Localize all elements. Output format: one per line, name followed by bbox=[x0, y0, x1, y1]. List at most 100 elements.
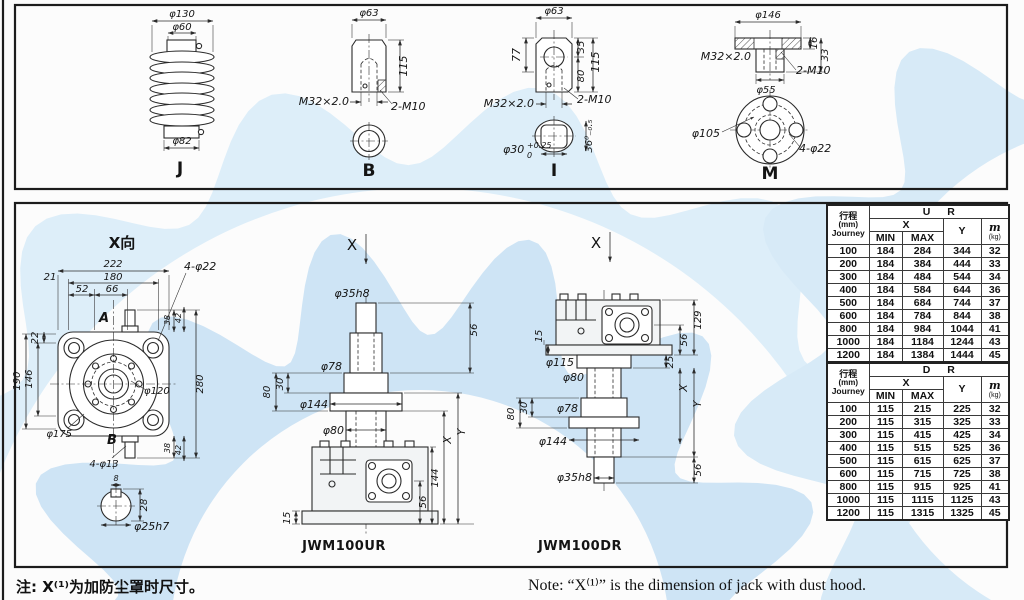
dim-m32: M32×2.0 bbox=[701, 50, 751, 63]
dim-phi78: φ78 bbox=[321, 360, 342, 373]
table-cell: 1200 bbox=[826, 506, 870, 521]
table-title-ur: U R bbox=[868, 204, 1010, 219]
table-cell: 34 bbox=[980, 270, 1010, 284]
table-cell: 38 bbox=[980, 467, 1010, 481]
dim-77: 77 bbox=[510, 48, 523, 62]
dim-21: 21 bbox=[44, 272, 57, 283]
col-max: MAX bbox=[901, 231, 944, 245]
label-a-shaft: A bbox=[98, 311, 109, 326]
drawing-xview: X向 222 180 21 52 66 4-φ22 22 190 bbox=[12, 234, 216, 533]
table-title-dr: D R bbox=[868, 362, 1010, 377]
table-cell: 1244 bbox=[942, 335, 982, 349]
dim-phi80: φ80 bbox=[563, 371, 584, 384]
table-cell: 500 bbox=[826, 454, 870, 468]
dim-115: 115 bbox=[589, 52, 602, 73]
table-cell: 400 bbox=[826, 441, 870, 455]
table-cell: 36 bbox=[980, 441, 1010, 455]
col-y: Y bbox=[942, 218, 982, 245]
table-cell: 584 bbox=[901, 283, 944, 297]
table-cell: 115 bbox=[868, 467, 903, 481]
dim-phi63: φ63 bbox=[359, 8, 378, 19]
model-label-dr: JWM100DR bbox=[537, 539, 622, 554]
dim-129: 129 bbox=[693, 310, 704, 329]
table-cell: 225 bbox=[942, 402, 982, 416]
table-cell: 500 bbox=[826, 296, 870, 310]
dim-56-top: 56 bbox=[469, 324, 480, 337]
col-min: MIN bbox=[868, 231, 903, 245]
dim-22: 22 bbox=[30, 332, 41, 345]
dim-phi144: φ144 bbox=[300, 398, 328, 411]
dim-y: Y bbox=[455, 427, 468, 435]
dim-phi105: φ105 bbox=[692, 127, 720, 140]
dim-phi175: φ175 bbox=[46, 429, 72, 440]
dim-144: 144 bbox=[430, 468, 441, 487]
table-cell: 644 bbox=[942, 283, 982, 297]
table-cell: 384 bbox=[901, 257, 944, 271]
table-cell: 115 bbox=[868, 454, 903, 468]
table-cell: 600 bbox=[826, 467, 870, 481]
table-cell: 34 bbox=[980, 428, 1010, 442]
table-cell: 484 bbox=[901, 270, 944, 284]
dim-16: 16 bbox=[809, 37, 820, 50]
table-cell: 625 bbox=[942, 454, 982, 468]
table-cell: 800 bbox=[826, 480, 870, 494]
table-cell: 184 bbox=[868, 322, 903, 336]
dim-52: 52 bbox=[76, 284, 89, 295]
table-cell: 300 bbox=[826, 428, 870, 442]
x-direction-label: X bbox=[347, 236, 357, 254]
table-cell: 600 bbox=[826, 309, 870, 323]
table-cell: 115 bbox=[868, 493, 903, 507]
dim-phi25h7: φ25h7 bbox=[134, 520, 169, 533]
dim-phi146: φ146 bbox=[755, 10, 781, 21]
table-cell: 1444 bbox=[942, 348, 982, 363]
table-cell: 115 bbox=[868, 428, 903, 442]
dim-28: 28 bbox=[139, 499, 150, 512]
table-cell: 184 bbox=[868, 335, 903, 349]
dim-35: 35 bbox=[576, 41, 587, 54]
table-cell: 45 bbox=[980, 506, 1010, 521]
journey-header: 行程 (mm) Journey bbox=[826, 362, 870, 403]
table-cell: 315 bbox=[901, 415, 944, 429]
dim-115: 115 bbox=[397, 56, 410, 77]
drawing-i: φ63 77 35 80 115 M32×2.0 2-M10 φ30 +0.25… bbox=[484, 6, 612, 181]
dim-phi30-sub: 0 bbox=[527, 151, 532, 160]
table-cell: 100 bbox=[826, 402, 870, 416]
table-cell: 36 bbox=[980, 283, 1010, 297]
table-cell: 715 bbox=[901, 467, 944, 481]
dim-4phi13: 4-φ13 bbox=[89, 459, 118, 470]
ur-table-wrap: 行程 (mm) Journey U R X Y m(kg) MIN MAX bbox=[826, 204, 1011, 363]
dim-42-bottom: 42 bbox=[174, 445, 183, 455]
dim-80: 80 bbox=[576, 70, 587, 83]
table-cell: 784 bbox=[901, 309, 944, 323]
table-cell: 115 bbox=[868, 480, 903, 494]
table-cell: 43 bbox=[980, 493, 1010, 507]
dim-36-tol: 36⁰₋₀.₅ bbox=[584, 119, 595, 152]
journey-header: 行程 (mm) Journey bbox=[826, 204, 870, 245]
dim-phi144: φ144 bbox=[539, 435, 567, 448]
dim-42-top: 42 bbox=[174, 313, 183, 323]
dim-33: 33 bbox=[820, 49, 831, 62]
table-cell: 33 bbox=[980, 257, 1010, 271]
dim-x: X bbox=[677, 384, 690, 393]
label-b-shaft: B bbox=[107, 433, 117, 448]
dim-4phi22: 4-φ22 bbox=[184, 260, 216, 273]
table-cell: 38 bbox=[980, 309, 1010, 323]
table-cell: 415 bbox=[901, 428, 944, 442]
label-i: I bbox=[551, 161, 557, 181]
table-cell: 1325 bbox=[942, 506, 982, 521]
table-cell: 184 bbox=[868, 309, 903, 323]
table-cell: 33 bbox=[980, 415, 1010, 429]
table-cell: 300 bbox=[826, 270, 870, 284]
dim-190: 190 bbox=[12, 371, 23, 390]
dim-56-top: 56 bbox=[679, 334, 690, 347]
table-cell: 1184 bbox=[901, 335, 944, 349]
dim-phi78: φ78 bbox=[557, 402, 578, 415]
table-cell: 1125 bbox=[942, 493, 982, 507]
